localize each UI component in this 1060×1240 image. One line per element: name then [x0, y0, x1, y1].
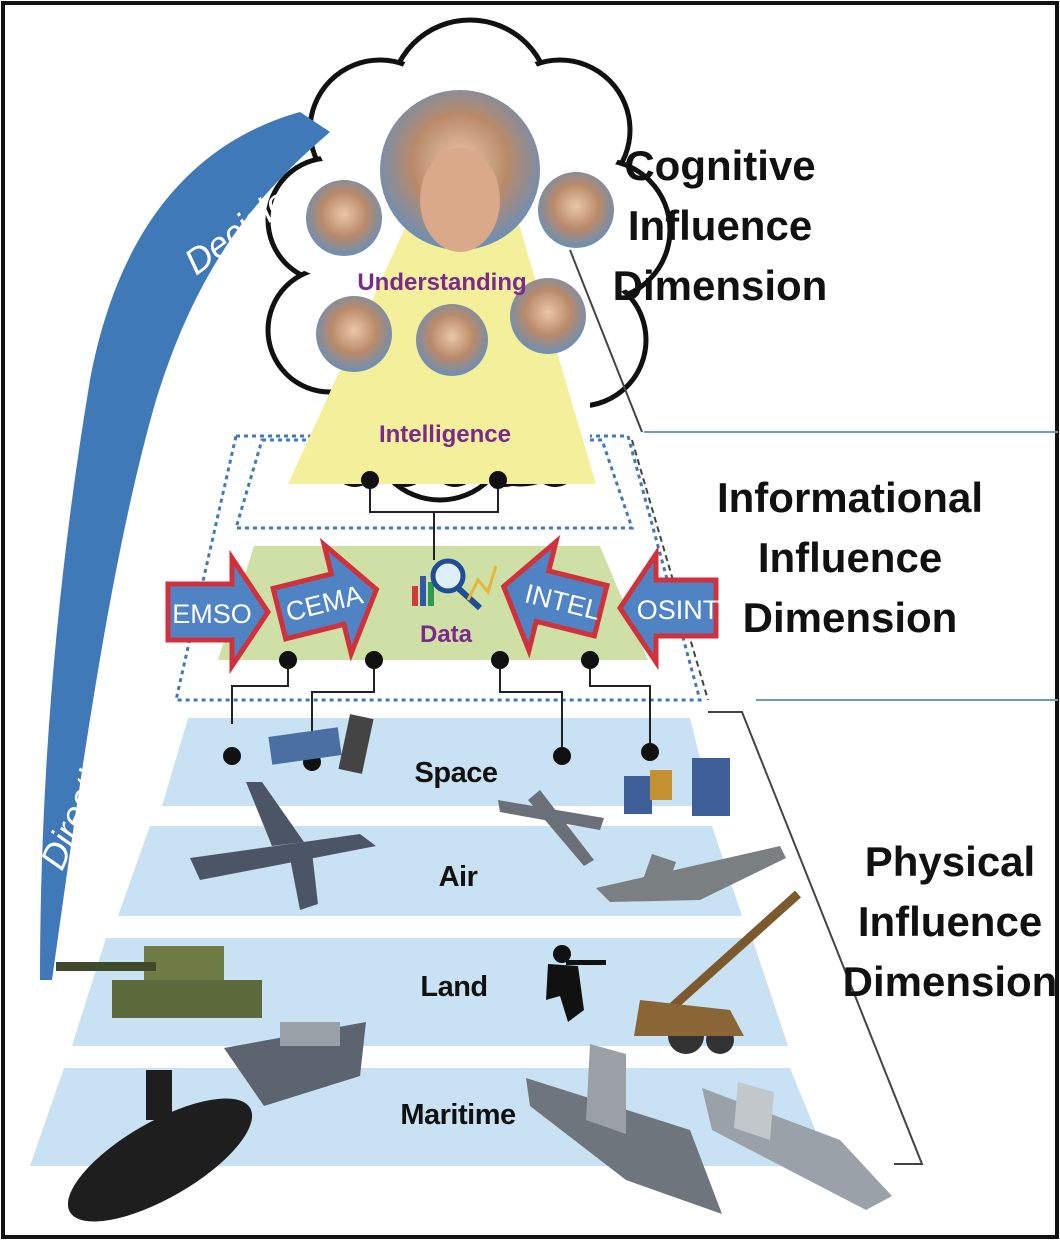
surveillance-aircraft-icon [190, 782, 376, 910]
decisions-direction-curve [40, 112, 330, 980]
artillery-icon [634, 890, 802, 1054]
arrows: EMSO CEMA INTEL OSINT [165, 534, 720, 675]
intelligence-label: Intelligence [379, 421, 511, 448]
drone-icon [498, 790, 604, 866]
dimension-title-line: Dimension [613, 262, 828, 309]
face-main [420, 148, 500, 252]
satellite-icon [268, 714, 374, 774]
head-image [416, 304, 488, 376]
info-bracket [631, 439, 709, 701]
land-label: Land [420, 971, 487, 1003]
dimension-title-line: Influence [858, 898, 1042, 945]
info-dotted-outline [174, 434, 702, 702]
space-label: Space [415, 757, 498, 789]
physical-layers [30, 718, 830, 1166]
dimension-title-line: Physical [865, 838, 1035, 885]
soldier-icon [546, 945, 606, 1022]
intel-arrow: INTEL [500, 534, 611, 659]
connector-lines [231, 480, 651, 760]
destroyer-icon [526, 1044, 722, 1214]
physical-dimension-title: Physical Influence Dimension [843, 838, 1058, 1005]
destroyer-icon [702, 1082, 892, 1210]
data-analytics-icon [412, 558, 498, 611]
head-image [306, 180, 382, 256]
landing-craft-icon [224, 1022, 366, 1106]
cognitive-bracket [569, 249, 643, 433]
submarine-icon [67, 1070, 253, 1222]
head-image [538, 172, 614, 248]
dimension-title-line: Influence [758, 534, 942, 581]
cognitive-dimension-title: Cognitive Influence Dimension [613, 142, 828, 309]
dimension-title-line: Cognitive [624, 142, 815, 189]
air-label: Air [439, 861, 478, 893]
dimension-title-line: Influence [628, 202, 812, 249]
fighter-jet-icon [596, 846, 786, 902]
dimension-title-line: Informational [717, 474, 983, 521]
physical-assets [56, 714, 892, 1222]
physical-bracket [708, 711, 924, 1165]
head-image [510, 278, 586, 354]
land-layer [72, 938, 788, 1046]
emso-arrow: EMSO [165, 549, 272, 675]
maritime-label: Maritime [400, 1099, 516, 1131]
head-image [316, 296, 392, 372]
osint-label: OSINT [637, 595, 720, 625]
head-images [306, 90, 614, 376]
osint-arrow: OSINT [616, 545, 720, 671]
dimension-title-line: Dimension [843, 958, 1058, 1005]
understanding-label: Understanding [357, 269, 526, 296]
emso-label: EMSO [172, 599, 252, 629]
tank-icon [56, 946, 262, 1018]
data-label: Data [420, 621, 473, 648]
cema-arrow: CEMA [270, 537, 380, 662]
dimension-title-line: Dimension [743, 594, 958, 641]
satellite-icon [624, 758, 730, 816]
informational-dimension-title: Informational Influence Dimension [717, 474, 983, 641]
